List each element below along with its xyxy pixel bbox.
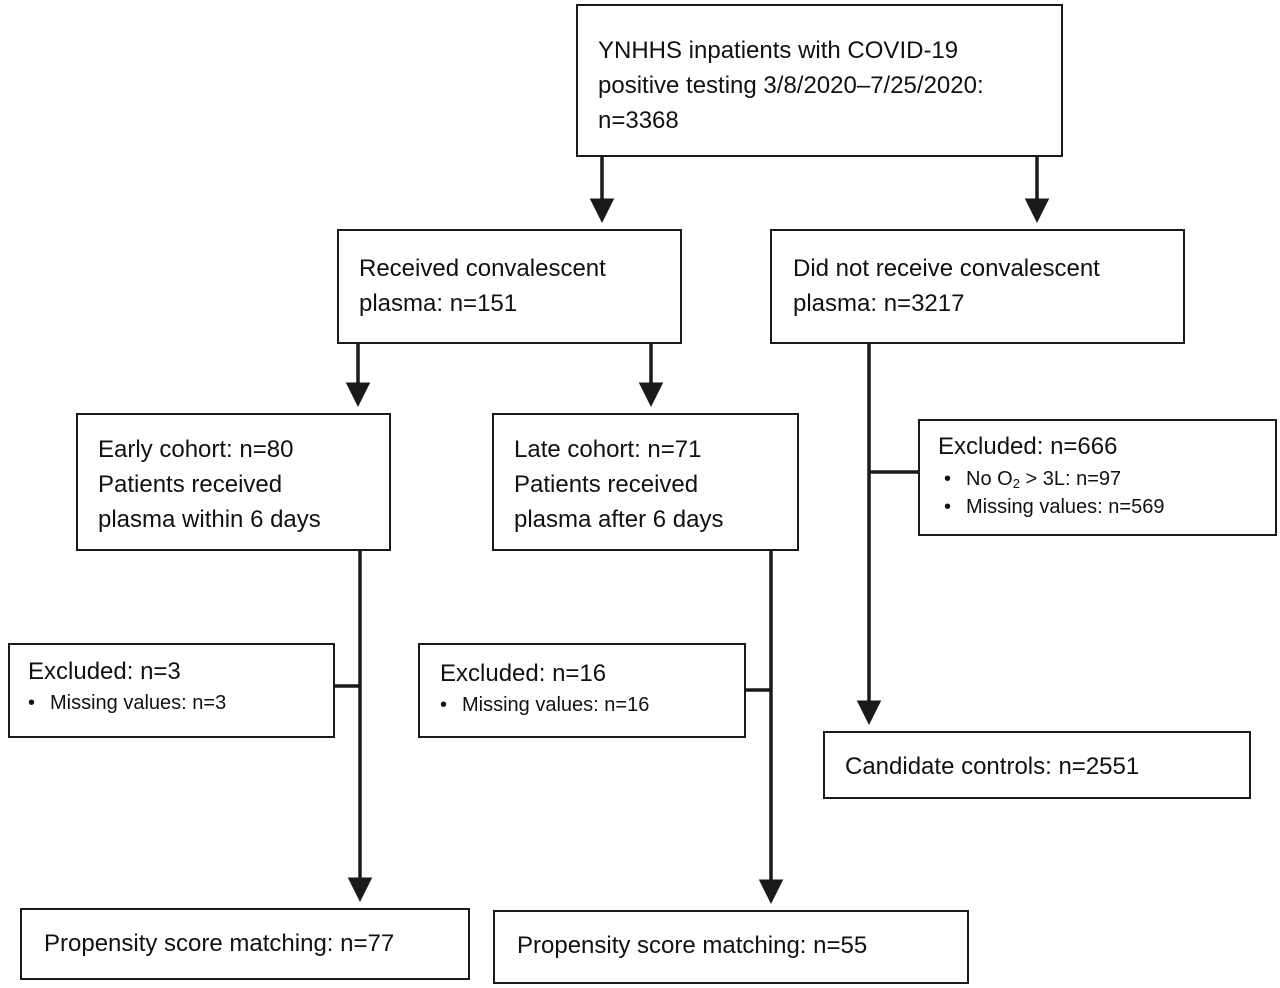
bullet-icon: • — [28, 692, 36, 714]
excluded-early-item-missing: •Missing values: n=3 — [22, 688, 226, 718]
not-received-plasma-box: Did not receive convalescent plasma: n=3… — [770, 229, 1185, 344]
late-line-2: Patients received — [514, 471, 699, 498]
root-line-1: YNHHS inpatients with COVID-19 — [598, 37, 959, 64]
psm-late-label: Propensity score matching: n=55 — [517, 932, 868, 959]
psm-early-label: Propensity score matching: n=77 — [44, 930, 395, 957]
bullet-icon: • — [944, 496, 952, 518]
root-line-2: positive testing 3/8/2020–7/25/2020: — [598, 72, 984, 99]
excluded-controls-box: Excluded: n=666 •No O2 > 3L: n=97 •Missi… — [918, 419, 1277, 536]
early-cohort-box: Early cohort: n=80 Patients received pla… — [76, 413, 391, 551]
psm-late-box: Propensity score matching: n=55 — [493, 910, 969, 984]
excluded-late-item-missing: •Missing values: n=16 — [434, 690, 649, 720]
early-line-3: plasma within 6 days — [98, 506, 321, 533]
not-received-line-1: Did not receive convalescent — [793, 255, 1100, 282]
late-line-1: Late cohort: n=71 — [514, 436, 702, 463]
excluded-late-box: Excluded: n=16 •Missing values: n=16 — [418, 643, 746, 738]
early-line-2: Patients received — [98, 471, 283, 498]
root-box: YNHHS inpatients with COVID-19 positive … — [576, 4, 1063, 157]
bullet-icon: • — [944, 468, 952, 490]
excluded-early-title: Excluded: n=3 — [28, 658, 181, 685]
excluded-controls-title: Excluded: n=666 — [938, 433, 1118, 460]
bullet-icon: • — [440, 694, 448, 716]
received-line-1: Received convalescent — [359, 255, 606, 282]
excluded-early-box: Excluded: n=3 •Missing values: n=3 — [8, 643, 335, 738]
early-line-1: Early cohort: n=80 — [98, 436, 294, 463]
root-line-3: n=3368 — [598, 107, 679, 134]
candidate-controls-label: Candidate controls: n=2551 — [845, 753, 1140, 780]
psm-early-box: Propensity score matching: n=77 — [20, 908, 470, 980]
received-line-2: plasma: n=151 — [359, 290, 518, 317]
excluded-controls-item-no-o2: •No O2 > 3L: n=97 — [938, 464, 1121, 494]
late-cohort-box: Late cohort: n=71 Patients received plas… — [492, 413, 799, 551]
not-received-line-2: plasma: n=3217 — [793, 290, 965, 317]
excluded-late-title: Excluded: n=16 — [440, 660, 607, 687]
received-plasma-box: Received convalescent plasma: n=151 — [337, 229, 682, 344]
excluded-controls-item-missing: •Missing values: n=569 — [938, 492, 1164, 522]
candidate-controls-box: Candidate controls: n=2551 — [823, 731, 1251, 799]
late-line-3: plasma after 6 days — [514, 506, 724, 533]
